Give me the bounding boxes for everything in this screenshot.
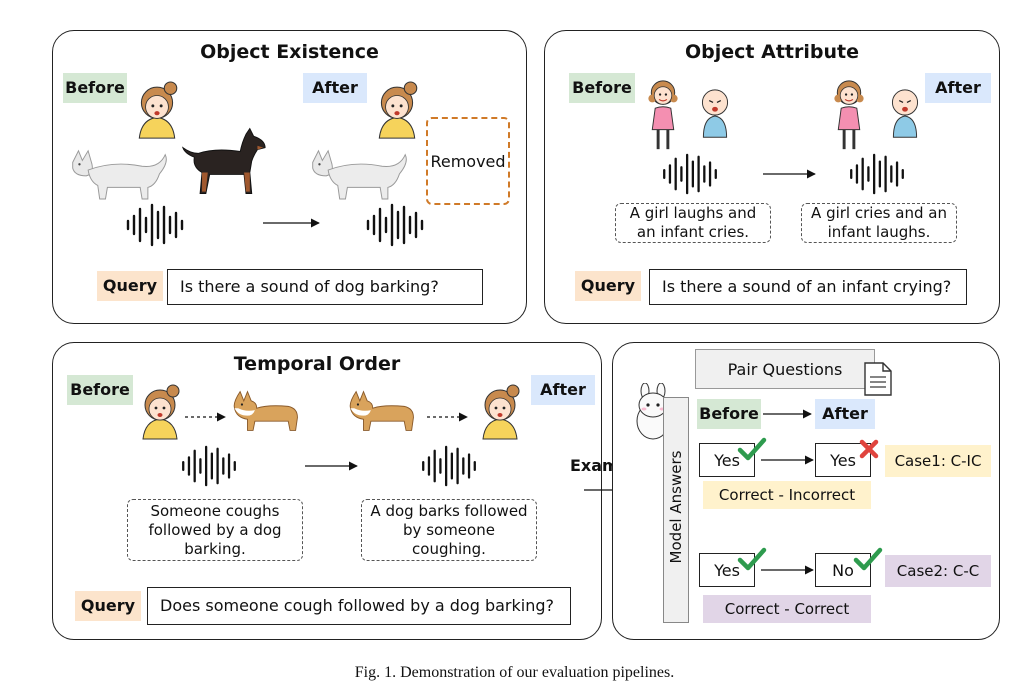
removed-placeholder: Removed — [426, 117, 510, 205]
cross-icon — [859, 439, 879, 459]
arrow-icon — [763, 169, 816, 179]
audio-waveform-icon — [179, 445, 239, 487]
object-existence-panel: Object Existence Before After Removed Qu… — [52, 30, 527, 324]
arrow-icon — [305, 461, 358, 471]
before-tag: Before — [569, 73, 635, 103]
arrow-icon — [263, 218, 320, 228]
panel-title: Object Existence — [200, 41, 379, 63]
laughing-infant-icon — [885, 87, 925, 145]
arrow-icon — [761, 455, 814, 465]
before-tag: Before — [67, 375, 133, 405]
case-label: Case1: C-IC — [885, 445, 991, 477]
pair-questions-box: Pair Questions — [695, 349, 875, 389]
after-tag: After — [815, 399, 875, 429]
result-label: Correct - Incorrect — [703, 481, 871, 509]
after-answer: Yes — [815, 443, 871, 477]
audio-waveform-icon — [365, 203, 425, 247]
audio-waveform-icon — [125, 203, 185, 247]
coughing-person-icon — [135, 381, 185, 441]
dashed-arrow-icon — [427, 412, 468, 422]
after-tag: After — [303, 73, 367, 103]
pair-questions-label: Pair Questions — [727, 359, 843, 379]
query-tag: Query — [97, 271, 163, 301]
corgi-dog-icon — [345, 387, 419, 435]
after-answer: No — [815, 553, 871, 587]
cat-icon — [305, 143, 411, 201]
after-tag: After — [531, 375, 595, 405]
coughing-girl-icon — [131, 77, 183, 141]
result-label: Correct - Correct — [703, 595, 871, 623]
before-answer: Yes — [699, 553, 755, 587]
dog-icon — [181, 127, 267, 197]
coughing-girl-icon — [371, 77, 423, 141]
after-caption: A girl cries and an infant laughs. — [801, 203, 957, 243]
before-caption: A girl laughs and an infant cries. — [615, 203, 771, 243]
model-answers-label: Model Answers — [667, 450, 685, 564]
corgi-dog-icon — [229, 387, 303, 435]
figure-caption: Fig. 1. Demonstration of our evaluation … — [354, 664, 675, 681]
model-answers-bar: Model Answers — [663, 397, 689, 623]
panel-title: Temporal Order — [233, 353, 401, 375]
arrow-icon — [761, 565, 814, 575]
model-answers-panel: Pair Questions Model Answers Before Afte… — [612, 342, 1000, 640]
audio-waveform-icon — [419, 445, 479, 487]
cat-icon — [65, 143, 171, 201]
coughing-person-icon — [475, 381, 525, 441]
before-answer: Yes — [699, 443, 755, 477]
document-icon — [863, 361, 893, 397]
before-tag: Before — [63, 73, 127, 103]
dashed-arrow-icon — [185, 412, 226, 422]
query-tag: Query — [575, 271, 641, 301]
panel-title: Object Attribute — [685, 41, 859, 63]
check-icon — [853, 547, 883, 571]
after-tag: After — [925, 73, 991, 103]
query-tag: Query — [75, 591, 141, 621]
temporal-order-panel: Temporal Order Before After Someone coug… — [52, 342, 602, 640]
arrow-icon — [763, 409, 812, 419]
crying-girl-icon — [829, 77, 869, 155]
crying-infant-icon — [695, 87, 735, 145]
before-tag: Before — [697, 399, 761, 429]
before-caption: Someone coughs followed by a dog barking… — [127, 499, 303, 561]
query-text: Is there a sound of an infant crying? — [649, 269, 967, 305]
query-text: Is there a sound of dog barking? — [167, 269, 483, 305]
after-caption: A dog barks followed by someone coughing… — [361, 499, 537, 561]
audio-waveform-icon — [847, 153, 907, 195]
case-label: Case2: C-C — [885, 555, 991, 587]
laughing-girl-icon — [643, 77, 683, 155]
object-attribute-panel: Object Attribute Before After A girl lau… — [544, 30, 1000, 324]
query-text: Does someone cough followed by a dog bar… — [147, 587, 571, 625]
audio-waveform-icon — [660, 153, 720, 195]
